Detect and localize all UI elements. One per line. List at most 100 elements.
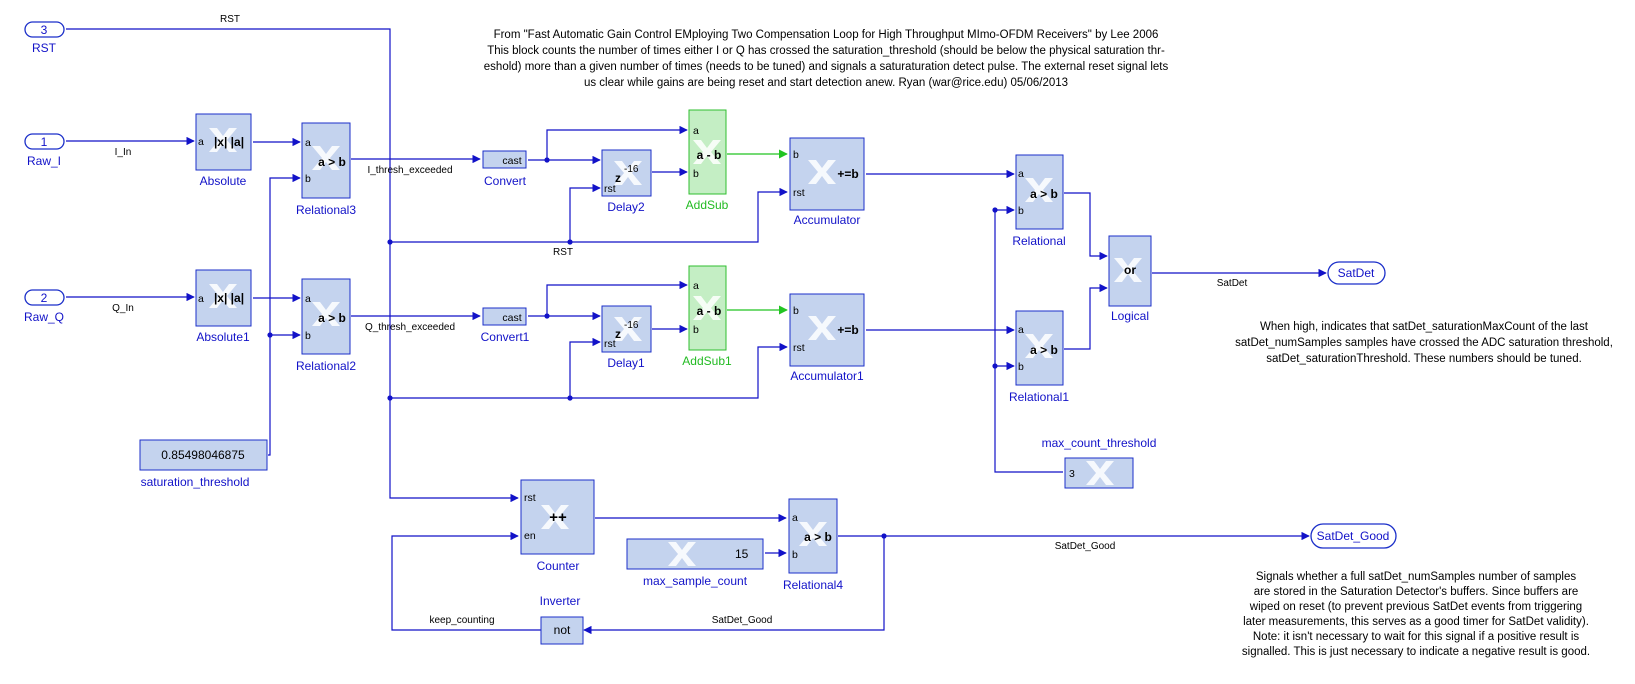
block-saturation-threshold[interactable]: 0.85498046875 saturation_threshold (139, 439, 268, 489)
svg-text:a - b: a - b (697, 148, 722, 162)
svg-text:a: a (1018, 168, 1024, 180)
block-accumulator1[interactable]: b rst +=b Accumulator1 (789, 293, 865, 383)
svg-text:This block counts the number o: This block counts the number of times ei… (487, 45, 1165, 57)
svg-text:2: 2 (41, 291, 48, 305)
svg-text:Raw_Q: Raw_Q (24, 310, 64, 324)
block-addsub[interactable]: a b a - b AddSub (686, 109, 729, 212)
svg-text:z: z (615, 327, 621, 341)
svg-text:Signals whether a full satDet_: Signals whether a full satDet_numSamples… (1256, 571, 1576, 583)
svg-text:wiped on reset (to prevent pre: wiped on reset (to prevent previous SatD… (1249, 601, 1582, 613)
svg-text:a: a (693, 280, 699, 292)
block-delay1[interactable]: rst z -16 Delay1 (601, 305, 652, 370)
svg-text:a: a (305, 137, 311, 149)
svg-text:b: b (305, 330, 311, 342)
outport-satdet-good[interactable]: SatDet_Good (1310, 523, 1397, 549)
block-absolute1[interactable]: a |x| |a| Absolute1 (195, 269, 252, 344)
svg-text:not: not (554, 623, 571, 637)
junction-dots (267, 157, 998, 539)
svg-text:Counter: Counter (537, 559, 580, 573)
svg-text:cast: cast (502, 312, 521, 324)
block-relational3[interactable]: a b a > b Relational3 (296, 122, 356, 217)
block-delay2[interactable]: rst z -16 Delay2 (601, 149, 652, 214)
svg-text:Accumulator: Accumulator (794, 213, 861, 227)
svg-text:max_count_threshold: max_count_threshold (1042, 436, 1157, 450)
svg-text:cast: cast (502, 155, 521, 167)
svg-text:I_In: I_In (115, 147, 132, 158)
svg-text:satDet_saturationThreshold. Th: satDet_saturationThreshold. These number… (1266, 353, 1582, 365)
svg-text:0.85498046875: 0.85498046875 (161, 448, 245, 462)
svg-text:b: b (792, 549, 798, 561)
svg-text:Convert: Convert (484, 174, 527, 188)
svg-text:a: a (198, 136, 204, 148)
svg-text:SatDet: SatDet (1217, 278, 1248, 289)
svg-text:++: ++ (549, 509, 567, 526)
svg-text:b: b (693, 324, 699, 336)
title-note: From "Fast Automatic Gain Control EMploy… (484, 29, 1169, 89)
block-convert[interactable]: cast Convert (482, 150, 527, 188)
inport-raw-q[interactable]: 2 Raw_Q (24, 289, 65, 324)
svg-text:When high, indicates that satD: When high, indicates that satDet_saturat… (1260, 321, 1589, 333)
svg-text:AddSub1: AddSub1 (682, 354, 732, 368)
block-max-sample-count[interactable]: 15 max_sample_count (626, 538, 764, 588)
inport-raw-i[interactable]: 1 Raw_I (24, 133, 65, 168)
block-counter[interactable]: rst en ++ Counter (520, 479, 595, 573)
block-accumulator[interactable]: b rst +=b Accumulator (789, 137, 865, 227)
block-max-count-threshold[interactable]: 3 max_count_threshold (1042, 436, 1157, 489)
svg-text:b: b (1018, 361, 1024, 373)
svg-text:a > b: a > b (1030, 343, 1058, 357)
svg-text:Accumulator1: Accumulator1 (790, 369, 864, 383)
svg-text:15: 15 (735, 547, 749, 561)
svg-text:Note: it isn't necessary to wa: Note: it isn't necessary to wait for thi… (1253, 631, 1579, 643)
svg-text:Relational: Relational (1012, 234, 1065, 248)
svg-text:b: b (1018, 205, 1024, 217)
outport-satdet[interactable]: SatDet (1327, 261, 1386, 285)
svg-text:a > b: a > b (1030, 187, 1058, 201)
svg-text:AddSub: AddSub (686, 198, 729, 212)
svg-text:rst: rst (604, 183, 616, 195)
block-absolute[interactable]: a |x| |a| Absolute (195, 113, 252, 188)
svg-text:rst: rst (604, 338, 616, 350)
svg-text:I_thresh_exceeded: I_thresh_exceeded (367, 165, 452, 176)
svg-text:later measurements, this serve: later measurements, this serves as a goo… (1243, 616, 1589, 628)
svg-text:Absolute: Absolute (200, 174, 247, 188)
svg-text:a: a (792, 512, 798, 524)
svg-text:Absolute1: Absolute1 (196, 330, 250, 344)
svg-text:Q_In: Q_In (112, 303, 134, 314)
svg-text:Logical: Logical (1111, 309, 1149, 323)
svg-text:Relational3: Relational3 (296, 203, 356, 217)
svg-text:a: a (1018, 324, 1024, 336)
block-relational2[interactable]: a b a > b Relational2 (296, 278, 356, 373)
svg-text:SatDet: SatDet (1338, 266, 1375, 280)
wires (66, 28, 1327, 635)
inport-rst[interactable]: 3 RST (24, 21, 65, 55)
svg-text:b: b (693, 168, 699, 180)
svg-text:SatDet_Good: SatDet_Good (1317, 529, 1390, 543)
svg-text:or: or (1124, 263, 1136, 277)
block-inverter[interactable]: not Inverter (540, 594, 584, 645)
block-relational4[interactable]: a b a > b Relational4 (783, 498, 843, 592)
svg-text:a > b: a > b (804, 530, 832, 544)
svg-text:keep_counting: keep_counting (429, 615, 494, 626)
svg-text:rst: rst (793, 187, 805, 199)
svg-text:rst: rst (793, 342, 805, 354)
block-logical[interactable]: or Logical (1108, 235, 1152, 323)
block-addsub1[interactable]: a b a - b AddSub1 (682, 265, 732, 368)
svg-text:Delay2: Delay2 (607, 200, 645, 214)
svg-text:SatDet_Good: SatDet_Good (712, 615, 773, 626)
block-convert1[interactable]: cast Convert1 (481, 307, 530, 344)
svg-text:a > b: a > b (318, 311, 346, 325)
svg-text:are stored in the Saturation D: are stored in the Saturation Detector's … (1254, 586, 1579, 598)
satdet-good-note: Signals whether a full satDet_numSamples… (1242, 571, 1590, 658)
satdet-note: When high, indicates that satDet_saturat… (1235, 321, 1613, 365)
svg-text:en: en (524, 530, 536, 542)
svg-text:Raw_I: Raw_I (27, 154, 61, 168)
svg-text:a: a (693, 125, 699, 137)
svg-text:rst: rst (524, 492, 536, 504)
svg-text:3: 3 (41, 23, 48, 37)
block-relational1[interactable]: a b a > b Relational1 (1009, 310, 1069, 404)
svg-text:RST: RST (32, 41, 57, 55)
svg-text:RST: RST (220, 14, 240, 25)
svg-text:b: b (305, 173, 311, 185)
block-relational[interactable]: a b a > b Relational (1012, 154, 1066, 248)
svg-text:+=b: +=b (837, 323, 858, 337)
